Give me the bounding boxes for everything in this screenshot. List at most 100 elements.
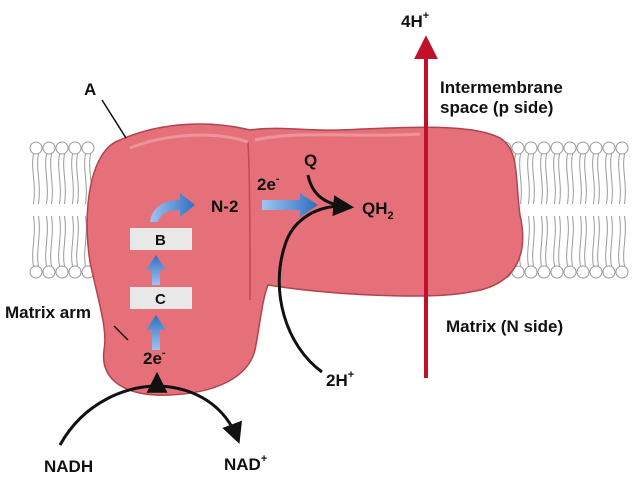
label-2h-plus: 2H+: [326, 369, 354, 390]
lipid-tail: [527, 153, 530, 205]
lipid-tail: [545, 153, 548, 205]
lipid-tail: [71, 153, 74, 205]
lipid-head: [589, 265, 603, 279]
lipid-tail: [32, 215, 35, 267]
lipid-tail: [610, 215, 613, 267]
electron-arrow-curved: [150, 193, 195, 222]
lipid-tail: [32, 153, 35, 205]
lipid-tail: [58, 153, 61, 205]
lipid-tail: [605, 215, 608, 267]
label-4h-plus: 4H+: [401, 10, 429, 31]
lipid-tail: [532, 153, 535, 205]
lipid-tail: [545, 215, 548, 267]
lipid-tail: [37, 215, 40, 267]
lipid-tail: [84, 153, 87, 205]
lipid-tail: [618, 153, 621, 205]
lipid-tail: [76, 153, 79, 205]
lipid-head: [524, 265, 538, 279]
lipid-tail: [623, 153, 626, 205]
label-nad-plus: NAD+: [224, 453, 267, 474]
label-matrix-arm: Matrix arm: [5, 303, 91, 322]
lipid-tail: [63, 153, 66, 205]
label-matrix-side: Matrix (N side): [446, 317, 563, 336]
lipid-tail: [584, 215, 587, 267]
lipid-tail: [605, 153, 608, 205]
lipid-head: [550, 265, 564, 279]
lipid-head: [576, 141, 590, 155]
label-2e-top: 2e-: [257, 173, 280, 194]
lipid-tail: [527, 215, 530, 267]
electron-arrow-to-q: [262, 193, 318, 217]
lipid-head: [576, 265, 590, 279]
lipid-tail: [579, 153, 582, 205]
lipid-head: [511, 141, 525, 155]
lipid-tail: [63, 215, 66, 267]
label-b: B: [155, 232, 166, 249]
label-c: C: [155, 291, 166, 308]
protein-highlight: [129, 132, 421, 150]
lipid-tail: [58, 215, 61, 267]
electron-arrow-middle: [146, 255, 166, 285]
label-a-pointer: [101, 99, 127, 139]
lipid-head: [589, 141, 603, 155]
lipid-tail: [50, 153, 53, 205]
lipid-tail: [71, 215, 74, 267]
cofactor-box-c: [130, 287, 192, 309]
lipid-tail: [584, 153, 587, 205]
lipid-head: [81, 141, 95, 155]
matrix-arm-pointer: [113, 325, 129, 341]
lipid-head: [563, 265, 577, 279]
lipid-tail: [540, 153, 543, 205]
q-to-qh2-arrow: [306, 174, 355, 217]
lipid-head: [615, 141, 629, 155]
lipid-head: [55, 141, 69, 155]
membrane-bilayer-left: [29, 141, 95, 279]
lipid-head: [524, 141, 538, 155]
lipid-tail: [571, 153, 574, 205]
lipid-tail: [571, 215, 574, 267]
lipid-tail: [76, 215, 79, 267]
label-a: A: [84, 80, 96, 99]
proton-uptake-arrow: [277, 204, 339, 374]
lipid-tail: [592, 153, 595, 205]
lipid-head: [563, 141, 577, 155]
lipid-head: [550, 141, 564, 155]
lipid-head: [29, 265, 43, 279]
lipid-tail: [553, 215, 556, 267]
cofactor-box-b: [130, 228, 192, 250]
lipid-tail: [558, 215, 561, 267]
lipid-tail: [558, 153, 561, 205]
lipid-head: [42, 141, 56, 155]
lipid-tail: [45, 215, 48, 267]
lipid-head: [55, 265, 69, 279]
lipid-tail: [553, 153, 556, 205]
label-q: Q: [304, 151, 317, 170]
lipid-tail: [610, 153, 613, 205]
lipid-head: [602, 141, 616, 155]
label-2e-bottom: 2e-: [143, 347, 166, 368]
lipid-tail: [45, 153, 48, 205]
label-qh2: QH2: [362, 199, 394, 222]
lipid-tail: [597, 215, 600, 267]
lipid-head: [537, 141, 551, 155]
label-intermembrane-line2: space (p side): [440, 98, 553, 117]
lipid-head: [29, 141, 43, 155]
lipid-tail: [37, 153, 40, 205]
subunit-divider: [247, 141, 251, 301]
lipid-tail: [623, 215, 626, 267]
lipid-tail: [597, 153, 600, 205]
lipid-tail: [579, 215, 582, 267]
lipid-head: [68, 265, 82, 279]
lipid-head: [537, 265, 551, 279]
lipid-tail: [532, 215, 535, 267]
lipid-head: [68, 141, 82, 155]
lipid-head: [602, 265, 616, 279]
protein-complex-body: [86, 123, 524, 396]
lipid-tail: [566, 215, 569, 267]
lipid-tail: [84, 215, 87, 267]
lipid-tail: [592, 215, 595, 267]
lipid-tail: [618, 215, 621, 267]
label-intermembrane-line1: Intermembrane: [440, 78, 563, 97]
lipid-tail: [519, 153, 522, 205]
